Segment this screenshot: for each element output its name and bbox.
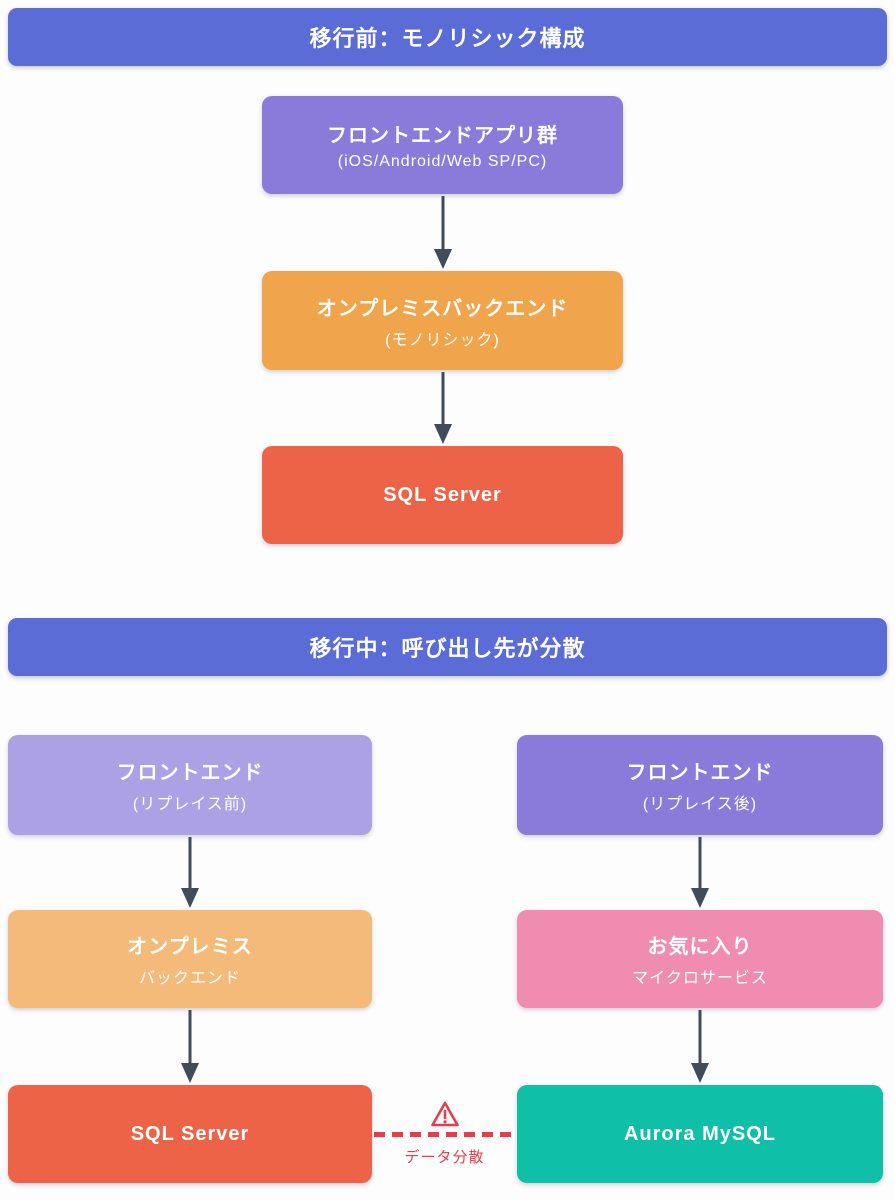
- node-frontend-apps-subtitle: (iOS/Android/Web SP/PC): [337, 153, 548, 170]
- warning-icon: [430, 1100, 460, 1128]
- node-frontend-apps-title: フロントエンドアプリ群: [327, 125, 558, 147]
- section-header-during: 移行中：呼び出し先が分散: [8, 618, 887, 676]
- node-sql-server: SQL Server: [262, 446, 623, 544]
- arrow-shaft: [698, 1010, 702, 1066]
- node-onprem-subtitle: バックエンド: [138, 970, 241, 987]
- node-frontend-apps: フロントエンドアプリ群 (iOS/Android/Web SP/PC): [262, 96, 623, 194]
- node-frontend-before-title: フロントエンド: [116, 762, 264, 784]
- data-split-label: データ分散: [404, 1149, 485, 1166]
- node-onprem-backend-title: オンプレミスバックエンド: [316, 297, 569, 320]
- arrow-head: [434, 249, 452, 269]
- arrow-down-icon: [434, 372, 452, 444]
- node-sql-server-legacy: SQL Server: [8, 1085, 372, 1183]
- arrow-shaft: [441, 372, 445, 427]
- section-header-before: 移行前：モノリシック構成: [8, 8, 887, 66]
- data-split-dashed-link: [374, 1132, 515, 1137]
- node-frontend-before-replace: フロントエンド (リプレイス前): [8, 735, 372, 835]
- node-frontend-after-subtitle: (リプレイス後): [642, 796, 758, 813]
- arrow-shaft: [441, 196, 445, 252]
- arrow-shaft: [698, 837, 702, 891]
- node-favorites-microservice: お気に入り マイクロサービス: [517, 910, 883, 1008]
- node-frontend-after-replace: フロントエンド (リプレイス後): [517, 735, 883, 835]
- node-onprem-title: オンプレミス: [127, 936, 253, 958]
- node-favorites-title: お気に入り: [647, 936, 753, 958]
- arrow-head: [434, 424, 452, 444]
- node-onprem-backend: オンプレミス バックエンド: [8, 910, 372, 1008]
- arrow-down-icon: [691, 837, 709, 908]
- node-favorites-subtitle: マイクロサービス: [632, 970, 768, 987]
- node-frontend-after-title: フロントエンド: [626, 762, 774, 784]
- arrow-head: [181, 888, 199, 908]
- arrow-down-icon: [691, 1010, 709, 1083]
- node-sql-server-legacy-title: SQL Server: [130, 1122, 250, 1145]
- arrow-down-icon: [434, 196, 452, 269]
- node-onprem-backend-subtitle: (モノリシック): [385, 331, 500, 349]
- arrow-head: [691, 888, 709, 908]
- arrow-head: [691, 1063, 709, 1083]
- arrow-down-icon: [181, 1010, 199, 1083]
- node-aurora-mysql: Aurora MySQL: [517, 1085, 883, 1183]
- node-sql-server-title: SQL Server: [383, 483, 502, 506]
- node-frontend-before-subtitle: (リプレイス前): [132, 796, 248, 813]
- arrow-head: [181, 1063, 199, 1083]
- arrow-down-icon: [181, 837, 199, 908]
- node-aurora-mysql-title: Aurora MySQL: [623, 1122, 777, 1145]
- node-onprem-backend-monolith: オンプレミスバックエンド (モノリシック): [262, 271, 623, 370]
- arrow-shaft: [188, 837, 192, 891]
- arrow-shaft: [188, 1010, 192, 1066]
